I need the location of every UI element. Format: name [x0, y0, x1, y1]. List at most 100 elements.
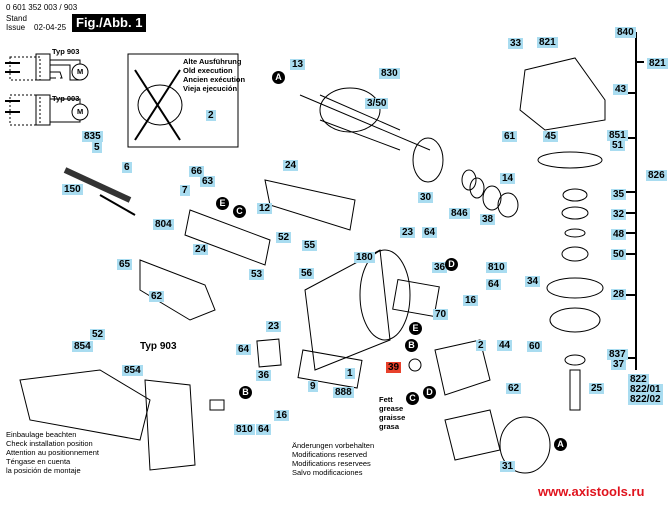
callout-43[interactable]: 43: [613, 84, 629, 95]
callout-64-top[interactable]: 64: [422, 227, 438, 238]
wiring-type-903-label: Typ 903: [52, 47, 80, 56]
callout-16-top[interactable]: 16: [463, 295, 479, 306]
callout-51[interactable]: 51: [610, 140, 626, 151]
callout-854-view[interactable]: 854: [122, 365, 143, 376]
callout-3-50[interactable]: 3/50: [365, 98, 389, 109]
callout-810-top[interactable]: 810: [486, 262, 507, 273]
marker-a-top: A: [272, 71, 285, 84]
callout-810-lower[interactable]: 810: [234, 424, 255, 435]
wiring-type-003-label: Typ 003: [52, 94, 80, 103]
callout-840[interactable]: 840: [615, 27, 636, 38]
callout-804[interactable]: 804: [153, 219, 174, 230]
callout-31[interactable]: 31: [500, 461, 516, 472]
callout-60[interactable]: 60: [527, 341, 543, 352]
installation-note: Einbaulage beachten Check installation p…: [6, 430, 99, 475]
handle-type-903-label: Typ 903: [140, 341, 177, 352]
callout-854[interactable]: 854: [72, 341, 93, 352]
callout-64-bottom[interactable]: 64: [256, 424, 272, 435]
motor-icon: M: [77, 67, 84, 76]
callout-5[interactable]: 5: [92, 142, 102, 153]
marker-b-lower: B: [239, 386, 252, 399]
callout-9[interactable]: 9: [308, 381, 318, 392]
callout-822-01[interactable]: 822/01: [628, 384, 663, 395]
callout-64-right[interactable]: 64: [486, 279, 502, 290]
callout-48[interactable]: 48: [611, 229, 627, 240]
watermark-url[interactable]: www.axistools.ru: [538, 484, 645, 499]
old-execution-note: Alte Ausführung Old execution Ancien exé…: [183, 57, 246, 93]
callout-16-lower[interactable]: 16: [274, 410, 290, 421]
old-execution-box: [127, 53, 239, 148]
callout-70[interactable]: 70: [433, 309, 449, 320]
callout-846[interactable]: 846: [449, 208, 470, 219]
callout-13[interactable]: 13: [290, 59, 306, 70]
callout-2[interactable]: 2: [476, 340, 486, 351]
callout-53[interactable]: 53: [249, 269, 265, 280]
callout-25[interactable]: 25: [589, 383, 605, 394]
stand-label: Stand: [6, 14, 27, 23]
callout-7[interactable]: 7: [180, 185, 190, 196]
figure-title: Fig./Abb. 1: [72, 14, 147, 32]
marker-b: B: [405, 339, 418, 352]
callout-55[interactable]: 55: [302, 240, 318, 251]
callout-38[interactable]: 38: [480, 214, 496, 225]
motor-icon: M: [77, 107, 84, 116]
callout-837[interactable]: 837: [607, 349, 628, 360]
callout-24-handle[interactable]: 24: [193, 244, 209, 255]
callout-822-02[interactable]: 822/02: [628, 394, 663, 405]
callout-66[interactable]: 66: [189, 166, 205, 177]
callout-44[interactable]: 44: [497, 340, 513, 351]
modifications-note: Änderungen vorbehalten Modifications res…: [292, 441, 375, 477]
marker-e-switch: E: [216, 197, 229, 210]
callout-826[interactable]: 826: [646, 170, 667, 181]
callout-6[interactable]: 6: [122, 162, 132, 173]
callout-34[interactable]: 34: [525, 276, 541, 287]
callout-1[interactable]: 1: [345, 368, 355, 379]
issue-date: 02-04-25: [34, 23, 67, 32]
document-number: 0 601 352 003 / 903: [6, 3, 78, 12]
callout-14[interactable]: 14: [500, 173, 516, 184]
switch-003: [35, 94, 51, 126]
callout-822[interactable]: 822: [628, 374, 649, 385]
issue-label: Issue: [6, 23, 26, 32]
callout-821[interactable]: 821: [537, 37, 558, 48]
callout-56[interactable]: 56: [299, 268, 315, 279]
callout-180[interactable]: 180: [354, 252, 375, 263]
callout-65[interactable]: 65: [117, 259, 133, 270]
callout-36-top[interactable]: 36: [432, 262, 448, 273]
callout-45[interactable]: 45: [543, 131, 559, 142]
callout-35[interactable]: 35: [611, 189, 627, 200]
wiring-box-003: [9, 94, 41, 126]
callout-888[interactable]: 888: [333, 387, 354, 398]
callout-2-old[interactable]: 2: [206, 110, 216, 121]
callout-52-left[interactable]: 52: [90, 329, 106, 340]
callout-24-top[interactable]: 24: [283, 160, 299, 171]
callout-32[interactable]: 32: [611, 209, 627, 220]
callout-61[interactable]: 61: [502, 131, 518, 142]
callout-63[interactable]: 63: [200, 176, 216, 187]
callout-150[interactable]: 150: [62, 184, 83, 195]
marker-c: C: [406, 392, 419, 405]
callout-821-group[interactable]: 821: [647, 58, 668, 69]
callout-830[interactable]: 830: [379, 68, 400, 79]
callout-52[interactable]: 52: [276, 232, 292, 243]
callout-50[interactable]: 50: [611, 249, 627, 260]
callout-23-top[interactable]: 23: [400, 227, 416, 238]
callout-39-highlighted[interactable]: 39: [386, 362, 402, 373]
callout-36-lower[interactable]: 36: [256, 370, 272, 381]
marker-d: D: [423, 386, 436, 399]
callout-33[interactable]: 33: [508, 38, 524, 49]
callout-851[interactable]: 851: [607, 130, 628, 141]
grease-note: Fett grease graisse grasa: [379, 395, 406, 431]
callout-835[interactable]: 835: [82, 131, 103, 142]
switch-903: [35, 53, 51, 81]
callout-12[interactable]: 12: [257, 203, 273, 214]
callout-62-lower[interactable]: 62: [506, 383, 522, 394]
callout-62-left[interactable]: 62: [149, 291, 165, 302]
callout-37[interactable]: 37: [611, 359, 627, 370]
callout-28[interactable]: 28: [611, 289, 627, 300]
wiring-box-903: [9, 56, 41, 81]
callout-64-lower[interactable]: 64: [236, 344, 252, 355]
callout-23-lower[interactable]: 23: [266, 321, 282, 332]
callout-30[interactable]: 30: [418, 192, 434, 203]
